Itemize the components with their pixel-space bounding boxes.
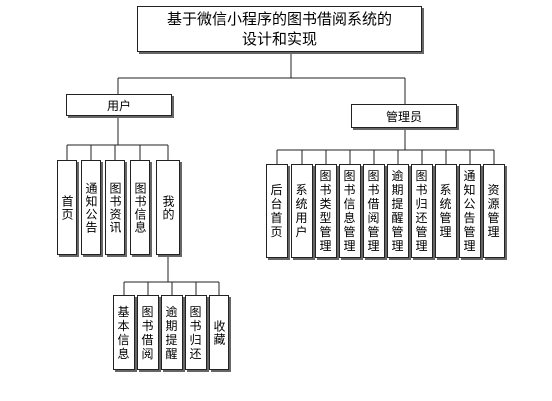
node-admin-dashboard: 后台首页	[266, 164, 288, 258]
node-mine-return: 图书归还	[185, 295, 207, 370]
node-admin-return: 图书归还管理	[411, 164, 433, 258]
node-admin-overdue: 逾期提醒管理	[387, 164, 409, 258]
node-mine-profile-label: 基本信息	[117, 304, 131, 361]
node-admin-booktypes-label: 图书类型管理	[319, 169, 333, 253]
node-admin-resources: 资源管理	[483, 164, 505, 258]
node-mine-overdue-label: 逾期提醒	[165, 304, 179, 361]
node-mine-favorites: 收藏	[209, 295, 229, 370]
root-node-title: 基于微信小程序的图书借阅系统的 设计和实现	[137, 6, 422, 52]
node-admin-sysusers: 系统用户	[291, 164, 313, 258]
node-admin-bookinfo-label: 图书信息管理	[343, 169, 357, 253]
node-admin-dashboard-label: 后台首页	[270, 183, 284, 239]
node-user-notice: 通知公告	[81, 160, 101, 255]
node-admin-sysusers-label: 系统用户	[295, 183, 309, 239]
node-admin-notice-label: 通知公告管理	[463, 169, 477, 253]
node-admin-bookinfo: 图书信息管理	[339, 164, 361, 258]
node-admin-system: 系统管理	[435, 164, 457, 258]
node-mine-borrow: 图书借阅	[137, 295, 159, 370]
node-user-news: 图书资讯	[105, 160, 125, 255]
node-admin-overdue-label: 逾期提醒管理	[391, 169, 405, 253]
node-user-bookinfo: 图书信息	[130, 160, 150, 255]
node-mine-overdue: 逾期提醒	[161, 295, 183, 370]
node-mine-profile: 基本信息	[113, 295, 135, 370]
node-mine-return-label: 图书归还	[189, 304, 203, 361]
node-admin-return-label: 图书归还管理	[415, 169, 429, 253]
node-admin-borrow: 图书借阅管理	[363, 164, 385, 258]
node-admin-resources-label: 资源管理	[487, 183, 501, 239]
node-admin-borrow-label: 图书借阅管理	[367, 169, 381, 253]
node-admin-booktypes: 图书类型管理	[315, 164, 337, 258]
node-admin-notice: 通知公告管理	[459, 164, 481, 258]
node-admin: 管理员	[351, 104, 457, 128]
node-admin-system-label: 系统管理	[439, 183, 453, 239]
node-mine-borrow-label: 图书借阅	[141, 304, 155, 361]
node-user-home: 首页	[57, 160, 77, 255]
node-user: 用户	[66, 94, 172, 116]
node-user-mine: 我的	[156, 160, 180, 255]
